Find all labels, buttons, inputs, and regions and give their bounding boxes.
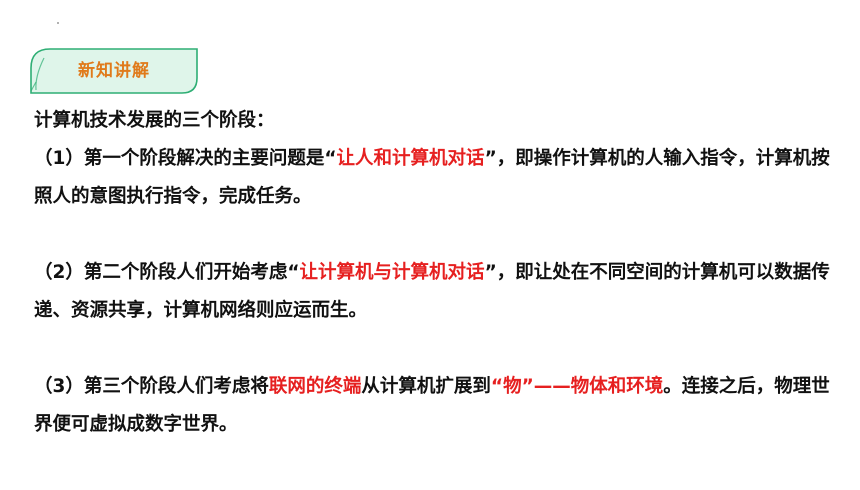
- stage-2-detail: ，即让处在不同空间的计算机可以数据传递、资源共享，计算机网络则应运而生。: [34, 262, 830, 321]
- main-content: 计算机技术发展的三个阶段： （1）第一个阶段解决的主要问题是“让人和计算机对话”…: [34, 102, 844, 444]
- badge-shape: [30, 48, 198, 94]
- paragraph-stage-3: （3）第三个阶段人们考虑将联网的终端从计算机扩展到“物”——物体和环境。连接之后…: [34, 368, 844, 444]
- paragraph-spacer: [34, 216, 844, 254]
- section-badge: 新知讲解: [30, 48, 198, 94]
- paragraph-spacer: [34, 330, 844, 368]
- stage-3-intro: （3）第三个阶段人们考虑将: [34, 376, 269, 397]
- stage-1-quote-close: ”: [484, 148, 497, 169]
- stage-1-highlight: 让人和计算机对话: [336, 148, 485, 169]
- badge-label: 新知讲解: [78, 61, 150, 81]
- paragraph-stage-2: （2）第二个阶段人们开始考虑“让计算机与计算机对话”，即让处在不同空间的计算机可…: [34, 254, 844, 330]
- stage-2-quote-close: ”: [484, 262, 497, 283]
- stage-2-highlight: 让计算机与计算机对话: [299, 262, 485, 283]
- stage-1-quote-open: “: [324, 148, 337, 169]
- stage-3-middle: 从计算机扩展到: [361, 376, 491, 397]
- stage-3-highlight-things: “物”——物体和环境: [490, 376, 664, 397]
- stage-1-detail: ，即操作计算机的人输入指令，计算机按照人的意图执行指令，完成任务。: [34, 148, 830, 207]
- stage-3-detail: 。连接之后，物理世界便可虚拟成数字世界。: [34, 376, 830, 435]
- decorative-dot: [57, 22, 59, 24]
- stage-2-intro: （2）第二个阶段人们开始考虑: [34, 262, 288, 283]
- section-heading: 计算机技术发展的三个阶段：: [34, 110, 275, 131]
- stage-1-intro: （1）第一个阶段解决的主要问题是: [34, 148, 325, 169]
- stage-2-quote-open: “: [287, 262, 300, 283]
- paragraph-stage-1: （1）第一个阶段解决的主要问题是“让人和计算机对话”，即操作计算机的人输入指令，…: [34, 140, 844, 216]
- stage-3-highlight-terminal: 联网的终端: [268, 376, 362, 397]
